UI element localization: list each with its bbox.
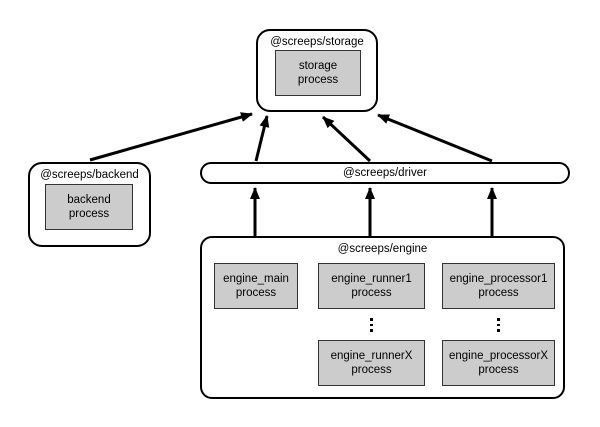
vertical-ellipsis-icon [442,315,555,335]
arrow-driver-to-storage-1 [254,115,270,162]
process-box-backend: backend process [45,184,133,230]
node-driver-title: @screeps/driver [343,167,427,179]
process-box-engine-runner1: engine_runner1 process [318,263,425,309]
node-backend-title: @screeps/backend [40,169,139,181]
process-box-engine-processor1: engine_processor1 process [442,263,555,309]
process-box-storage: storage process [275,50,361,96]
node-engine-title: @screeps/engine [337,243,428,255]
node-storage-title: @screeps/storage [270,36,364,48]
process-box-engine-runnerX: engine_runnerX process [318,340,425,386]
node-driver: @screeps/driver [200,162,570,184]
node-storage: @screeps/storage storage process [256,29,378,112]
process-box-engine-processorX: engine_processorX process [442,340,555,386]
node-engine: @screeps/engine engine_main process engi… [200,236,565,399]
arrow-driver-to-storage-2 [321,115,372,163]
vertical-ellipsis-icon [318,315,425,335]
process-box-engine-main: engine_main process [214,263,298,309]
node-backend: @screeps/backend backend process [28,162,151,247]
arrow-backend-to-storage [89,112,253,162]
arrow-driver-to-storage-3 [377,113,493,163]
